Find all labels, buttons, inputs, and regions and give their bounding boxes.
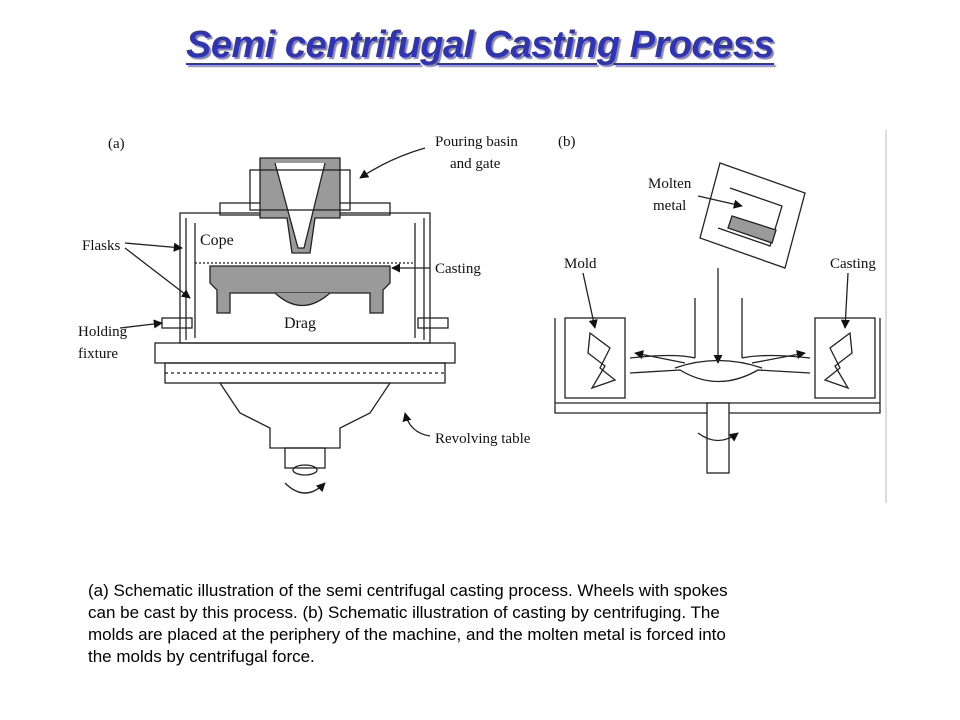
label-pouring-basin-2: and gate — [450, 156, 501, 172]
casting-diagram: (a) Pouring basin and gate Flasks Cope C… — [78, 130, 887, 503]
label-flasks: Flasks — [82, 238, 121, 254]
label-holding-2: fixture — [78, 346, 118, 362]
panel-a-label: (a) — [108, 136, 125, 152]
label-holding-1: Holding — [78, 324, 128, 340]
label-mold: Mold — [564, 256, 597, 272]
label-pouring-basin-1: Pouring basin — [435, 134, 518, 150]
panel-b-diagram — [554, 162, 881, 474]
label-casting-b: Casting — [830, 256, 876, 272]
label-molten-1: Molten — [648, 176, 692, 192]
page-title: Semi centrifugal Casting Process — [186, 24, 774, 66]
panel-a-diagram — [119, 147, 456, 494]
figure-caption: (a) Schematic illustration of the semi c… — [88, 581, 728, 666]
label-cope: Cope — [200, 232, 234, 249]
panel-b-label: (b) — [558, 134, 576, 150]
label-molten-2: metal — [653, 198, 686, 214]
label-drag: Drag — [284, 315, 316, 332]
label-casting-a: Casting — [435, 261, 481, 277]
label-revolving-table: Revolving table — [435, 431, 531, 447]
